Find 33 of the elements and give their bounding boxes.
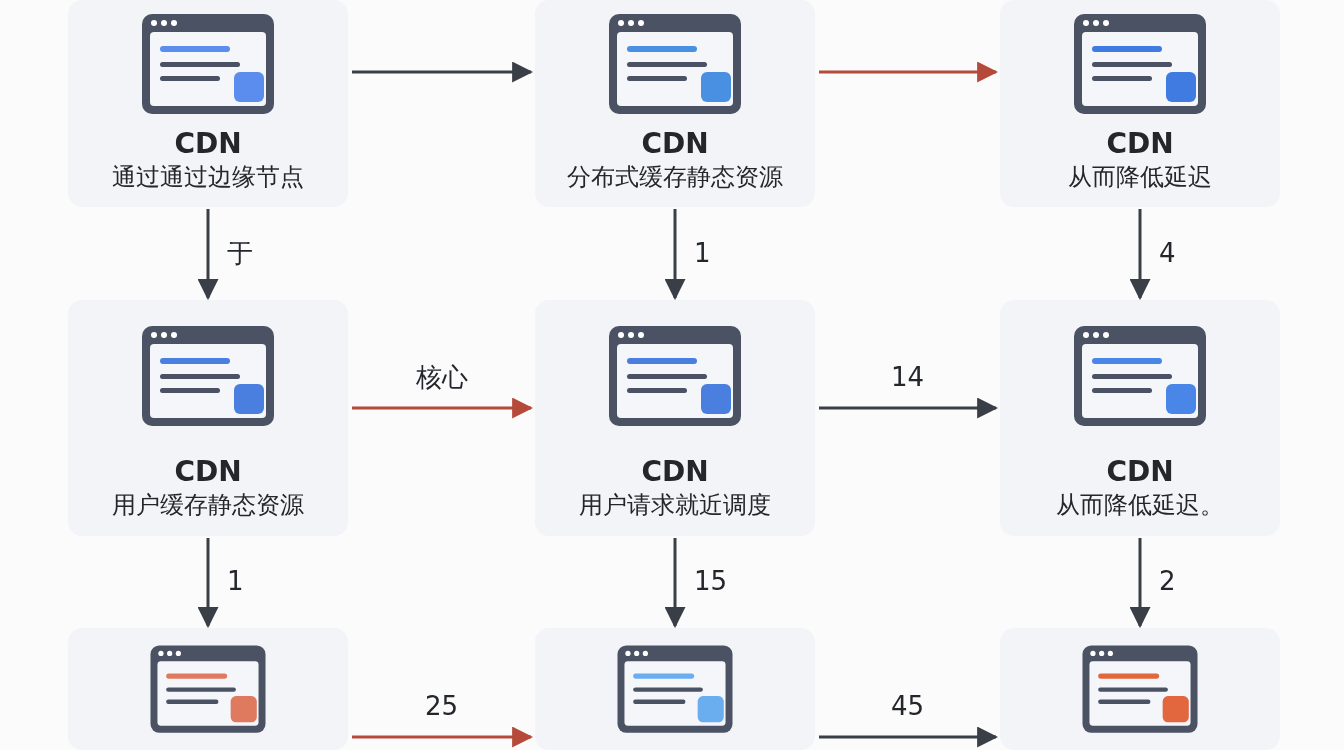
card-subtitle: 用户缓存静态资源 (111, 490, 305, 520)
card-subtitle: 从而降低延迟 (1067, 162, 1213, 192)
process-card (1000, 0, 1280, 207)
arrow (819, 61, 999, 83)
arrow (819, 397, 999, 419)
process-card (68, 0, 348, 207)
process-card (535, 300, 815, 536)
icon-card (535, 628, 815, 750)
card-title: CDN (640, 128, 710, 160)
arrow (819, 726, 999, 748)
card-subtitle: 从而降低延迟。 (1055, 490, 1225, 520)
card-title: CDN (173, 456, 243, 488)
card-subtitle: 用户请求就近调度 (578, 490, 772, 520)
card-subtitle: 通过通过边缘节点 (111, 162, 305, 192)
arrow (352, 397, 534, 419)
card-subtitle: 分布式缓存静态资源 (566, 162, 784, 192)
arrow (664, 209, 686, 301)
arrow (197, 538, 219, 629)
arrow (197, 209, 219, 301)
arrow (664, 538, 686, 629)
arrow (1129, 209, 1151, 301)
arrow (352, 61, 534, 83)
process-card (68, 300, 348, 536)
card-title: CDN (173, 128, 243, 160)
icon-card (68, 628, 348, 750)
card-title: CDN (1105, 456, 1175, 488)
card-title: CDN (1105, 128, 1175, 160)
process-card (1000, 300, 1280, 536)
icon-card (1000, 628, 1280, 750)
arrow (1129, 538, 1151, 629)
arrow (352, 726, 534, 748)
card-title: CDN (640, 456, 710, 488)
process-card (535, 0, 815, 207)
